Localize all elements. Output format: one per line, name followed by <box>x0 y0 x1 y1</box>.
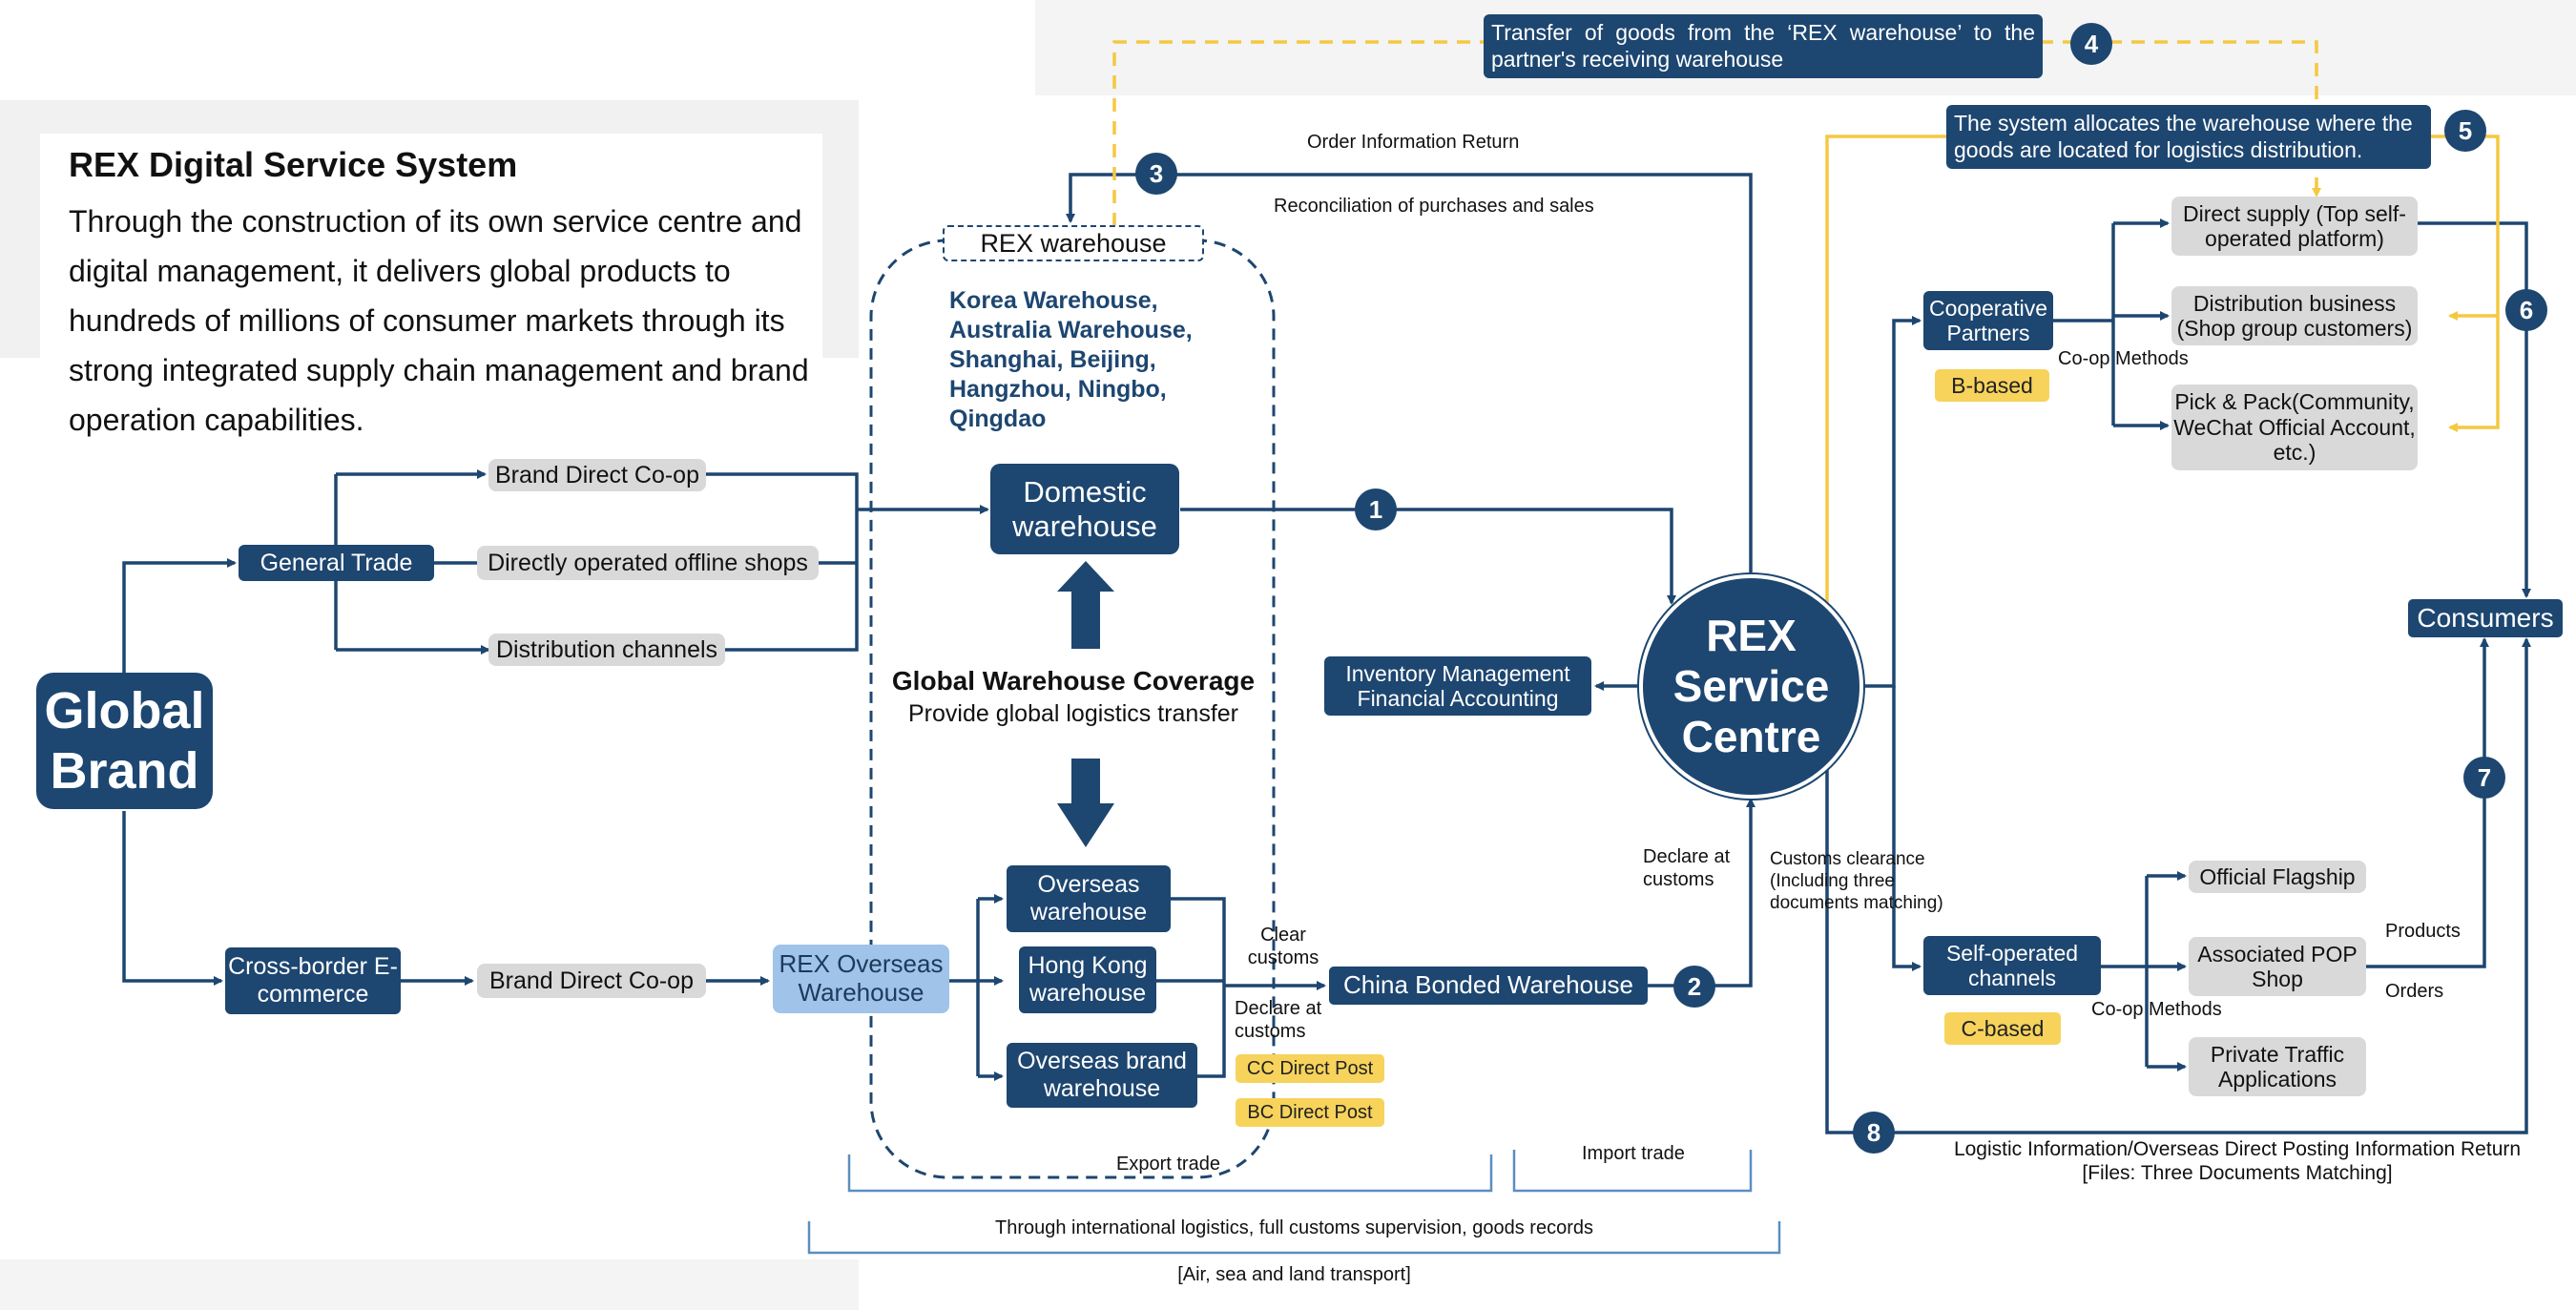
export-trade-label: Export trade <box>1116 1154 1220 1175</box>
inventory-management-node[interactable]: Inventory Management Financial Accountin… <box>1324 656 1591 716</box>
b-based-badge: B-based <box>1935 369 2049 402</box>
overseas-brand-warehouse-node[interactable]: Overseas brand warehouse <box>1007 1043 1197 1108</box>
cross-border-brand-direct-coop[interactable]: Brand Direct Co-op <box>477 964 706 998</box>
intro-body: Through the construction of its own serv… <box>69 204 809 437</box>
step-6-badge: 6 <box>2505 289 2547 331</box>
channel-distribution[interactable]: Distribution channels <box>488 634 725 666</box>
step-4-badge: 4 <box>2070 23 2112 65</box>
intro-title: REX Digital Service System <box>69 145 518 184</box>
china-bonded-warehouse-node[interactable]: China Bonded Warehouse <box>1329 967 1648 1005</box>
step-8-badge: 8 <box>1853 1112 1895 1154</box>
rex-service-centre-node[interactable]: REX Service Centre <box>1639 574 1863 799</box>
intro-panel: REX Digital Service System Through the c… <box>40 134 822 439</box>
rex-warehouse-list: Korea Warehouse, Australia Warehouse, Sh… <box>949 287 1193 432</box>
coverage-title: Global Warehouse Coverage <box>891 666 1256 696</box>
general-trade-node[interactable]: General Trade <box>239 545 434 581</box>
domestic-warehouse-node[interactable]: Domestic warehouse <box>990 464 1179 554</box>
channel-offline-shops[interactable]: Directly operated offline shops <box>477 546 819 580</box>
logistic-return-label: Logistic Information/Overseas Direct Pos… <box>1953 1138 2522 1185</box>
step-7-badge: 7 <box>2463 757 2505 799</box>
step-5-badge: 5 <box>2444 110 2486 152</box>
bottom-background <box>0 1259 859 1310</box>
transfer-note: Transfer of goods from the ‘REX warehous… <box>1484 14 2043 79</box>
coverage-subtitle: Provide global logistics transfer <box>908 700 1238 727</box>
c-coop-methods-label: Co-op Methods <box>2091 999 2222 1020</box>
channel-brand-direct-coop[interactable]: Brand Direct Co-op <box>488 459 706 491</box>
cc-direct-post-badge: CC Direct Post <box>1236 1054 1384 1083</box>
bc-direct-post-badge: BC Direct Post <box>1236 1098 1384 1127</box>
b-channel-distribution-business[interactable]: Distribution business (Shop group custom… <box>2171 286 2418 345</box>
customs-clearance-label: Customs clearance (Including three docum… <box>1770 849 1943 913</box>
transport-label: [Air, sea and land transport] <box>1177 1264 1411 1285</box>
step-2-badge: 2 <box>1673 966 1715 1008</box>
rex-overseas-warehouse-node[interactable]: REX Overseas Warehouse <box>773 945 949 1013</box>
self-operated-channels-node[interactable]: Self-operated channels <box>1923 936 2101 995</box>
declare-customs-right-label: Declare at customs <box>1643 846 1731 890</box>
products-label: Products <box>2385 921 2461 942</box>
b-channel-direct-supply[interactable]: Direct supply (Top self-operated platfor… <box>2171 197 2418 256</box>
b-channel-pick-pack[interactable]: Pick & Pack(Community, WeChat Official A… <box>2171 385 2418 470</box>
overseas-warehouse-node[interactable]: Overseas warehouse <box>1007 865 1171 932</box>
reconciliation-label: Reconciliation of purchases and sales <box>1274 196 1594 217</box>
step-3-badge: 3 <box>1135 153 1177 195</box>
global-brand-node[interactable]: Global Brand <box>36 673 213 809</box>
orders-label: Orders <box>2385 981 2444 1002</box>
international-logistics-label: Through international logistics, full cu… <box>995 1217 1593 1238</box>
allocation-note: The system allocates the warehouse where… <box>1946 105 2431 170</box>
rex-warehouse-title: REX warehouse <box>943 225 1204 261</box>
order-info-return-label: Order Information Return <box>1307 132 1520 153</box>
declare-customs-left-label: Declare at customs <box>1235 998 1322 1042</box>
c-channel-official-flagship[interactable]: Official Flagship <box>2189 861 2366 893</box>
hong-kong-warehouse-node[interactable]: Hong Kong warehouse <box>1019 946 1156 1013</box>
c-channel-pop-shop[interactable]: Associated POP Shop <box>2189 937 2366 996</box>
step-1-badge: 1 <box>1355 489 1397 530</box>
c-channel-private-traffic[interactable]: Private Traffic Applications <box>2189 1037 2366 1096</box>
import-trade-label: Import trade <box>1582 1143 1685 1164</box>
cooperative-partners-node[interactable]: Cooperative Partners <box>1923 291 2053 350</box>
consumers-node[interactable]: Consumers <box>2408 599 2563 637</box>
cross-border-node[interactable]: Cross-border E-commerce <box>225 947 401 1014</box>
b-coop-methods-label: Co-op Methods <box>2058 348 2189 369</box>
clear-customs-label: Clear customs <box>1247 925 1319 968</box>
c-based-badge: C-based <box>1944 1012 2061 1045</box>
